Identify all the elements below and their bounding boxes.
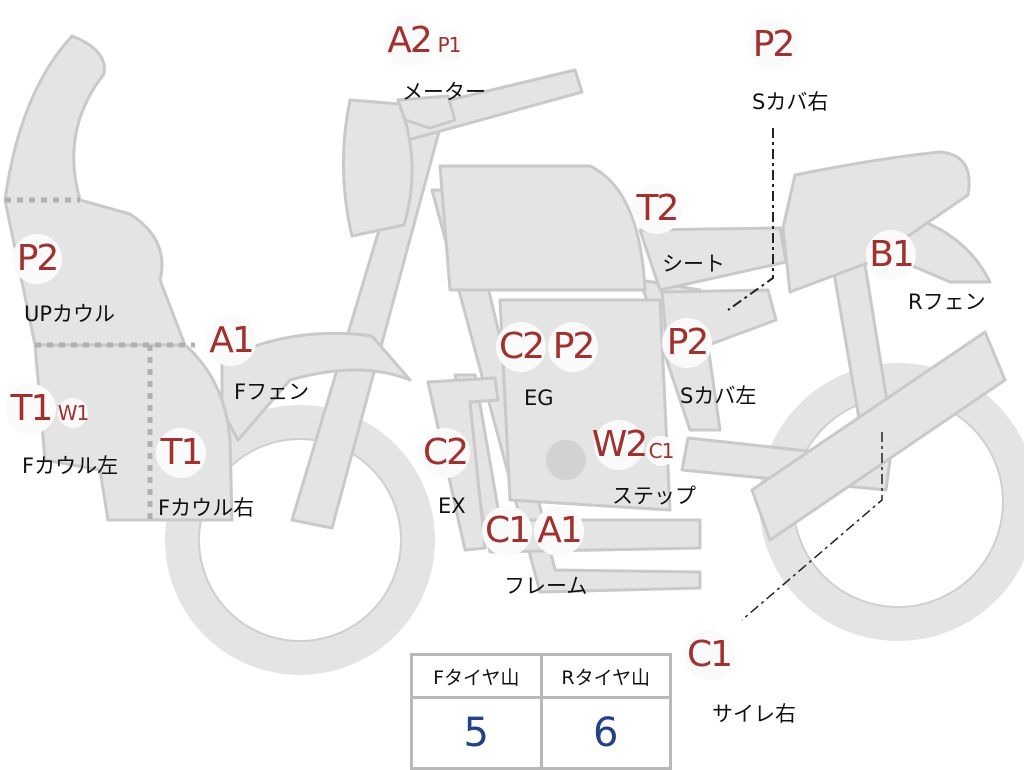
label-f-cowl-left: Fカウル左: [22, 454, 119, 478]
silencer-shape: [750, 330, 1007, 542]
code-p2-s-cover-right: P2: [748, 20, 798, 70]
front-wheel: [165, 405, 435, 675]
label-s-cover-left: Sカバ左: [680, 384, 757, 408]
label-engine: EG: [524, 386, 554, 410]
code-c1-frame: C1: [482, 506, 532, 556]
leader-s-cover-right: [727, 128, 774, 311]
fuel-tank: [438, 164, 647, 292]
rear-tire-value: 6: [539, 696, 672, 770]
code-w2-step: W2: [592, 420, 648, 470]
code-c2-engine: C2: [496, 322, 546, 372]
code-t1-f-cowl-right: T1: [156, 428, 206, 478]
code-w1-f-cowl-left: W1: [58, 398, 89, 428]
headlight: [342, 98, 414, 238]
code-c2-exhaust: C2: [420, 428, 470, 478]
tire-tread-table: Fタイヤ山 Rタイヤ山 5 6: [410, 653, 672, 770]
label-silencer-right: サイレ右: [712, 702, 796, 726]
code-a2-meter: A2: [384, 16, 434, 66]
meter-shape: [396, 94, 457, 130]
label-exhaust: EX: [438, 494, 466, 518]
front-tire-value: 5: [410, 696, 543, 770]
leader-silencer-right: [741, 432, 883, 621]
label-frame: フレーム: [504, 574, 588, 598]
label-step: ステップ: [612, 484, 696, 508]
label-f-fender: Fフェン: [234, 380, 310, 404]
label-r-fender: Rフェン: [908, 290, 986, 314]
code-p2-s-cover-left: P2: [662, 318, 712, 368]
code-t1-f-cowl-left: T1: [6, 384, 56, 434]
code-p1-meter: P1: [434, 30, 464, 60]
rear-cowl: [781, 150, 971, 294]
label-meter: メーター: [402, 80, 486, 104]
label-s-cover-right: Sカバ右: [752, 90, 829, 114]
label-seat: シート: [662, 252, 725, 276]
code-c1-step: C1: [646, 436, 676, 466]
code-b1-r-fender: B1: [866, 230, 916, 280]
code-c1-silencer-right: C1: [684, 630, 734, 680]
code-t2-seat: T2: [632, 184, 682, 234]
code-p2-up-cowl: P2: [12, 234, 62, 284]
code-a1-frame: A1: [534, 506, 584, 556]
code-a1-f-fender: A1: [206, 316, 256, 366]
label-f-cowl-right: Fカウル右: [158, 496, 255, 520]
front-tire-header: Fタイヤ山: [410, 653, 543, 699]
rear-tire-header: Rタイヤ山: [539, 653, 672, 699]
code-p2-engine: P2: [548, 322, 598, 372]
front-fender-shape: [220, 331, 412, 442]
label-up-cowl: UPカウル: [24, 302, 116, 326]
